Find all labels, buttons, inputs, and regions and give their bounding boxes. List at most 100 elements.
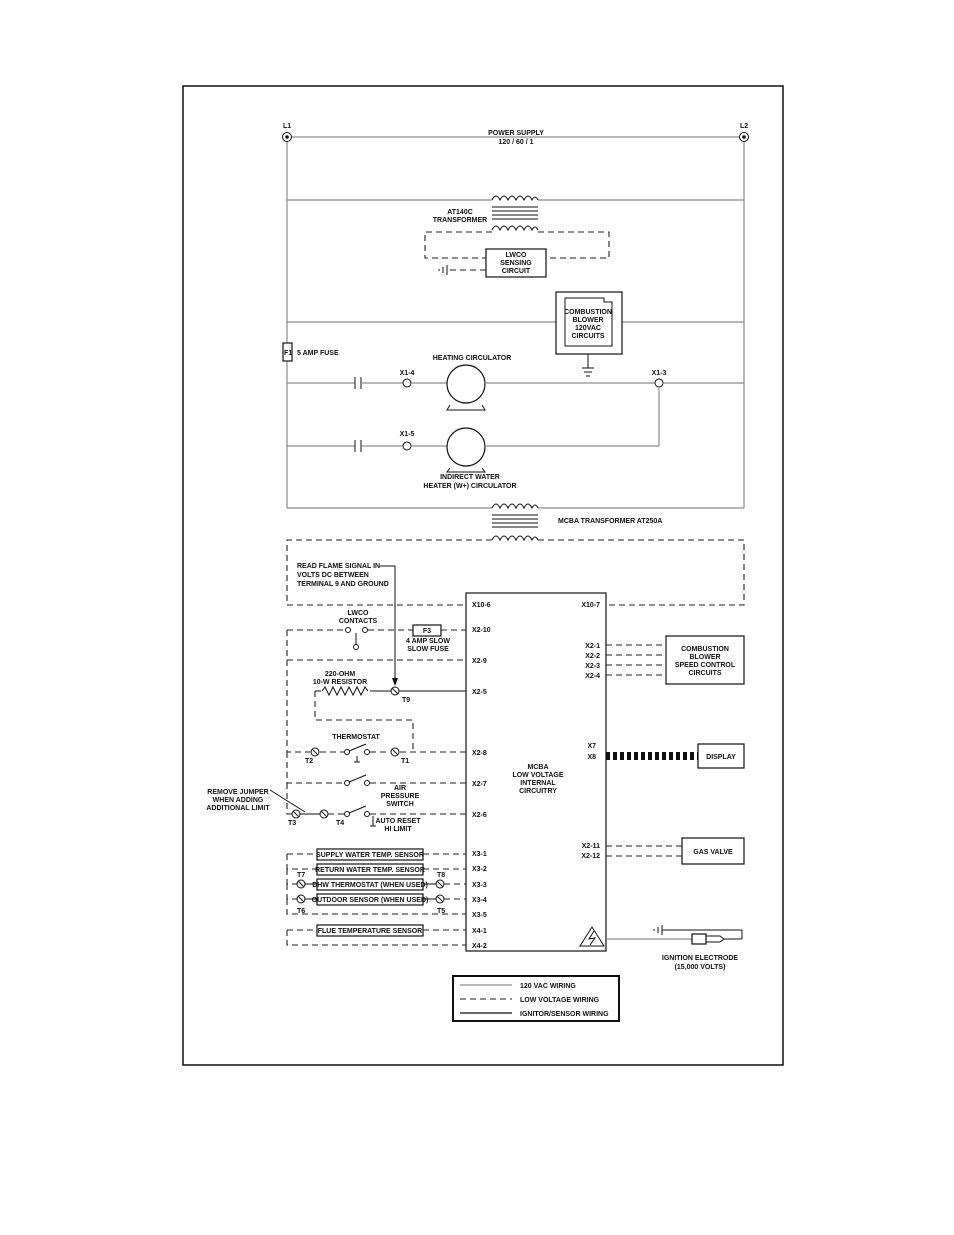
- gas-valve-label: GAS VALVE: [693, 849, 733, 856]
- at140c-label-2: TRANSFORMER: [433, 217, 487, 224]
- terminal-x1-4-label: X1-4: [400, 370, 415, 377]
- air-pressure-switch: [344, 774, 370, 786]
- terminal-x3-4: X3-4: [472, 897, 487, 904]
- terminal-x2-3: X2-3: [585, 663, 600, 670]
- terminal-l2: L2: [739, 123, 749, 142]
- display-label: DISPLAY: [706, 754, 736, 761]
- terminal-t8: [435, 879, 445, 889]
- lwco-sensing-label-2: SENSING: [500, 260, 532, 267]
- heating-circulator-motor: [446, 364, 486, 411]
- terminal-x10-7: X10-7: [581, 602, 600, 609]
- terminal-x4-2: X4-2: [472, 943, 487, 950]
- terminal-x2-8: X2-8: [472, 750, 487, 757]
- lwco-sensing-box: [485, 248, 547, 278]
- combustion-blower-label: COMBUSTION: [564, 309, 612, 316]
- combustion-blower-label-2: BLOWER: [572, 317, 603, 324]
- flame-signal-note-2: VOLTS DC BETWEEN: [297, 572, 369, 579]
- power-supply-label: POWER SUPPLY: [488, 130, 544, 137]
- mcba-transformer-symbol: [491, 503, 539, 542]
- flue-sensor-label: FLUE TEMPERATURE SENSOR: [318, 928, 423, 935]
- terminal-x3-2: X3-2: [472, 866, 487, 873]
- terminal-t8-label: T8: [437, 872, 445, 879]
- terminal-t1: [390, 747, 400, 757]
- blower-speed-label-2: BLOWER: [689, 654, 720, 661]
- terminal-x7: X7: [587, 743, 596, 750]
- flame-signal-note: READ FLAME SIGNAL IN: [297, 563, 380, 570]
- terminal-t1-label: T1: [401, 758, 409, 765]
- fuse-f3-label-2: SLOW FUSE: [407, 646, 449, 653]
- terminal-x2-4: X2-4: [585, 673, 600, 680]
- heating-circulator-label: HEATING CIRCULATOR: [433, 355, 512, 362]
- terminal-x2-6: X2-6: [472, 812, 487, 819]
- jumper-note-2: WHEN ADDING: [213, 797, 264, 804]
- flame-signal-note-3: TERMINAL 9 AND GROUND: [297, 581, 389, 588]
- power-supply-rating: 120 / 60 / 1: [498, 139, 533, 146]
- terminal-x3-3: X3-3: [472, 882, 487, 889]
- at140c-label: AT140C: [447, 209, 473, 216]
- return-sensor-label: RETURN WATER TEMP. SENSOR: [315, 867, 425, 874]
- fuse-f3-label: 4 AMP SLOW: [406, 638, 450, 645]
- ground-icon: [582, 367, 594, 377]
- supply-sensor-label: SUPPLY WATER TEMP. SENSOR: [316, 852, 424, 859]
- mcba-center-label-3: INTERNAL: [520, 780, 556, 787]
- terminal-x1-4: [402, 378, 412, 388]
- terminal-x8: X8: [587, 754, 596, 761]
- jumper-note-3: ADDITIONAL LIMIT: [206, 805, 270, 812]
- combustion-blower-label-3: 120VAC: [575, 325, 601, 332]
- spark-warning-icon: [579, 926, 605, 947]
- terminal-x3-1: X3-1: [472, 851, 487, 858]
- air-switch-label: AIR: [394, 785, 406, 792]
- terminal-t3: [291, 809, 301, 819]
- legend-ignitor: IGNITOR/SENSOR WIRING: [520, 1011, 609, 1018]
- mcba-center-label-4: CIRCUITRY: [519, 788, 557, 795]
- label-l2: L2: [740, 123, 748, 130]
- legend-120vac: 120 VAC WIRING: [520, 983, 576, 990]
- outdoor-sensor-label: OUTDOOR SENSOR (WHEN USED): [312, 897, 429, 904]
- terminal-x3-5: X3-5: [472, 912, 487, 919]
- thermostat-label: THERMOSTAT: [332, 734, 380, 741]
- mcba-transformer-label: MCBA TRANSFORMER AT250A: [558, 518, 662, 525]
- thermostat-switch: [344, 743, 370, 763]
- terminal-t4-label: T4: [336, 820, 344, 827]
- terminal-x2-10: X2-10: [472, 627, 491, 634]
- terminal-x2-9: X2-9: [472, 658, 487, 665]
- legend-low-voltage: LOW VOLTAGE WIRING: [520, 997, 600, 1004]
- resistor-220-ohm: [321, 685, 369, 697]
- diagram-frame: [182, 85, 784, 1066]
- terminal-t4: [319, 809, 329, 819]
- terminal-t9-label: T9: [402, 697, 410, 704]
- terminal-t2: [310, 747, 320, 757]
- ground-icon: [438, 265, 448, 275]
- ignition-electrode-label: IGNITION ELECTRODE: [662, 955, 739, 962]
- terminal-x2-1: X2-1: [585, 643, 600, 650]
- hi-limit-switch: [344, 805, 376, 827]
- display-box: [697, 743, 745, 769]
- fuse-f3-tag: F3: [423, 628, 431, 635]
- label-l1: L1: [283, 123, 291, 130]
- terminal-x1-3: [654, 378, 664, 388]
- hi-limit-label: AUTO RESET: [376, 818, 422, 825]
- mcba-board: [465, 592, 607, 952]
- terminal-x2-2: X2-2: [585, 653, 600, 660]
- jumper-note: REMOVE JUMPER: [207, 789, 268, 796]
- relay-contact-symbol: [354, 377, 362, 389]
- ignition-electrode-label-2: (15,000 VOLTS): [675, 964, 726, 971]
- terminal-t5: [435, 894, 445, 904]
- fuse-f1-label: 5 AMP FUSE: [297, 350, 339, 357]
- mcba-center-label: MCBA: [528, 764, 549, 771]
- terminal-x2-11: X2-11: [582, 843, 600, 850]
- indirect-circulator-motor: [446, 427, 486, 473]
- terminal-t5-label: T5: [437, 908, 445, 915]
- resistor-label-2: 10-W RESISTOR: [313, 679, 367, 686]
- terminal-t9: [390, 686, 400, 696]
- terminal-t6-label: T6: [297, 908, 305, 915]
- blower-speed-label-4: CIRCUITS: [688, 670, 721, 677]
- terminal-t7: [296, 879, 306, 889]
- lwco-contacts-switch: [345, 627, 368, 650]
- at140c-transformer-symbol: [491, 195, 539, 232]
- gas-valve-box: [681, 837, 745, 865]
- lwco-sensing-label-3: CIRCUIT: [502, 268, 531, 275]
- fuse-f1: [282, 342, 293, 362]
- terminal-x4-1: X4-1: [472, 928, 487, 935]
